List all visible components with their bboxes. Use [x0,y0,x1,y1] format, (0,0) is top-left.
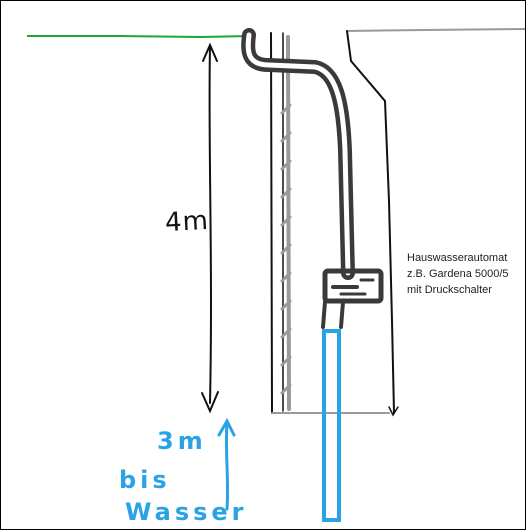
double-arrow-icon [201,42,219,414]
suction-pipe [322,329,341,522]
ground-line-right [346,28,525,32]
pump-icon [321,268,384,329]
water-note-line-2: bis [119,466,171,494]
up-arrow-icon [217,417,236,511]
ladder [280,35,292,411]
depth-label: 4m [164,205,210,239]
shaft-right-wall [346,30,395,414]
pump-caption-line-2: z.B. Gardena 5000/5 [407,268,509,280]
pump-caption: Hauswasserautomat z.B. Gardena 5000/5 mi… [407,250,509,298]
ground-line [27,35,252,39]
hose-pipe [241,28,355,280]
pump-caption-line-1: Hauswasserautomat [407,252,508,264]
pump-caption-line-3: mit Druckschalter [407,284,492,296]
water-note-line-1: 3m [157,427,207,455]
water-note-line-3: Wasser [125,498,248,526]
shaft-left-wall [270,32,273,414]
